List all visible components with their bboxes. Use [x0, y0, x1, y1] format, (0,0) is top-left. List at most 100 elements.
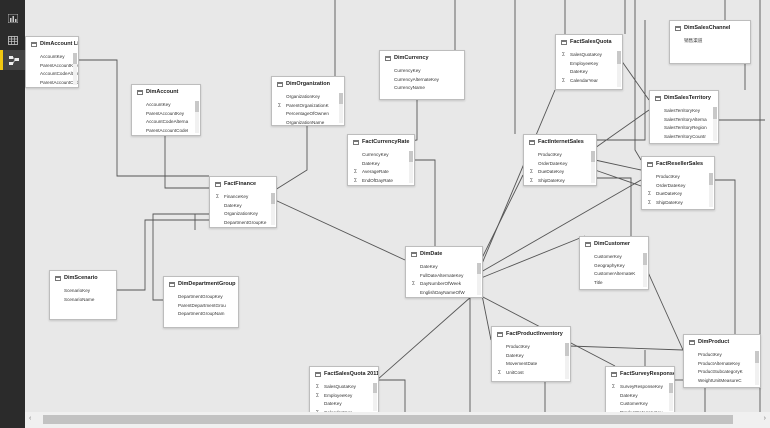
relationship-line[interactable] — [480, 289, 492, 341]
field-item[interactable]: CurrencyAlternateKey — [380, 76, 464, 85]
table-header[interactable]: DimSalesChannel — [670, 21, 750, 35]
field-scrollbar-thumb[interactable] — [339, 93, 343, 104]
field-item[interactable]: AccountCodeAlterna — [26, 70, 78, 79]
field-item[interactable]: ProductCategoryKey — [606, 409, 674, 412]
field-item[interactable]: EmployeeKey — [556, 60, 622, 69]
field-item[interactable]: AccountCodeAlterna — [132, 118, 200, 127]
field-scrollbar-thumb[interactable] — [643, 253, 647, 265]
field-scrollbar-thumb[interactable] — [565, 343, 569, 356]
field-item[interactable]: ProductKey — [492, 343, 570, 352]
field-item[interactable]: FullDateAlternateKey — [406, 272, 482, 281]
field-item[interactable]: PercentageOfOwnen — [272, 110, 344, 119]
table-header[interactable]: DimCurrency — [380, 51, 464, 65]
field-scrollbar[interactable] — [73, 53, 77, 85]
scrollbar-thumb[interactable] — [43, 415, 733, 424]
table-header[interactable]: DimSalesTerritory — [650, 91, 718, 105]
field-item[interactable]: DateKey — [210, 202, 276, 211]
field-scrollbar-thumb[interactable] — [591, 151, 595, 163]
field-item[interactable]: DateKey — [406, 263, 482, 272]
field-scrollbar[interactable] — [409, 151, 413, 183]
relationship-line[interactable] — [77, 59, 209, 177]
table-header[interactable]: FactSalesQuota 201106 — [310, 367, 378, 381]
field-item[interactable]: OrganizationKey — [272, 93, 344, 102]
field-scrollbar-thumb[interactable] — [669, 383, 673, 393]
horizontal-scrollbar[interactable]: ‹ › — [25, 412, 770, 428]
field-item[interactable]: CurrencyKey — [380, 67, 464, 76]
field-item[interactable]: CustomerAlternateK — [580, 270, 648, 279]
table-header[interactable]: DimDate — [406, 247, 482, 261]
relationship-line[interactable] — [594, 109, 650, 149]
relationship-line[interactable] — [274, 199, 406, 261]
field-item[interactable]: 销售渠道 — [670, 37, 750, 46]
field-item[interactable]: AccountKey — [26, 53, 78, 62]
field-item[interactable]: CustomerKey — [580, 253, 648, 262]
field-item[interactable]: OrganizationKey — [210, 210, 276, 219]
field-item[interactable]: ParentAccountKey — [26, 62, 78, 71]
field-item[interactable]: ScenarioKey — [50, 287, 116, 296]
field-scrollbar[interactable] — [565, 343, 569, 379]
field-scrollbar[interactable] — [373, 383, 377, 411]
field-scrollbar[interactable] — [617, 51, 621, 87]
field-item[interactable]: ParentDepartmentGrou — [164, 302, 238, 311]
field-item[interactable]: SalesTerritoryRegion — [650, 124, 718, 133]
field-item[interactable]: ProductKey — [684, 351, 760, 360]
relationship-line[interactable] — [274, 124, 308, 191]
field-item[interactable]: ParentAccountCodeI — [132, 127, 200, 135]
field-scrollbar[interactable] — [669, 383, 673, 411]
table-header[interactable]: DimOrganization — [272, 77, 344, 91]
field-scrollbar[interactable] — [339, 93, 343, 123]
scroll-left-arrow-icon[interactable]: ‹ — [29, 415, 32, 422]
relationship-line[interactable] — [646, 269, 684, 351]
field-scrollbar-thumb[interactable] — [713, 107, 717, 119]
field-scrollbar-thumb[interactable] — [409, 151, 413, 163]
field-scrollbar[interactable] — [591, 151, 595, 183]
relationship-line[interactable] — [568, 345, 684, 351]
field-scrollbar[interactable] — [477, 263, 481, 295]
table-header[interactable]: DimAccount — [132, 85, 200, 99]
field-scrollbar-thumb[interactable] — [709, 173, 713, 185]
relationship-line[interactable] — [480, 179, 642, 273]
table-header[interactable]: DimCustomer — [580, 237, 648, 251]
field-item[interactable]: DateKey — [556, 68, 622, 77]
relationship-line[interactable] — [152, 213, 209, 301]
relationship-line[interactable] — [594, 159, 642, 171]
relationship-line[interactable] — [480, 89, 556, 267]
table-header[interactable]: FactProductInventory — [492, 327, 570, 341]
table-header[interactable]: DimDepartmentGroup — [164, 277, 238, 291]
field-item[interactable]: ParentAccountCodeI — [26, 79, 78, 87]
field-scrollbar-thumb[interactable] — [271, 193, 275, 205]
table-header[interactable]: FactCurrencyRate — [348, 135, 414, 149]
field-item[interactable]: DepartmentGroupNam — [164, 310, 238, 319]
relationship-line[interactable] — [164, 134, 209, 189]
table-header[interactable]: FactResellerSales — [642, 157, 714, 171]
relationship-line[interactable] — [480, 235, 586, 279]
field-scrollbar-thumb[interactable] — [617, 51, 621, 64]
field-item[interactable]: ScenarioName — [50, 296, 116, 305]
relationship-line[interactable] — [480, 174, 524, 261]
field-scrollbar[interactable] — [271, 193, 275, 225]
table-card-dimaccount-liability-sc[interactable]: DimAccount Liability ScAccountKeyParentA… — [25, 36, 79, 88]
table-header[interactable]: DimProduct — [684, 335, 760, 349]
relationship-line[interactable] — [194, 213, 209, 230]
field-item[interactable]: CurrencyName — [380, 84, 464, 93]
table-header[interactable]: DimScenario — [50, 271, 116, 285]
field-item[interactable]: SalesTerritoryKey — [650, 107, 718, 116]
relationship-line[interactable] — [713, 179, 736, 334]
field-scrollbar[interactable] — [709, 173, 713, 207]
scroll-right-arrow-icon[interactable]: › — [763, 415, 766, 422]
